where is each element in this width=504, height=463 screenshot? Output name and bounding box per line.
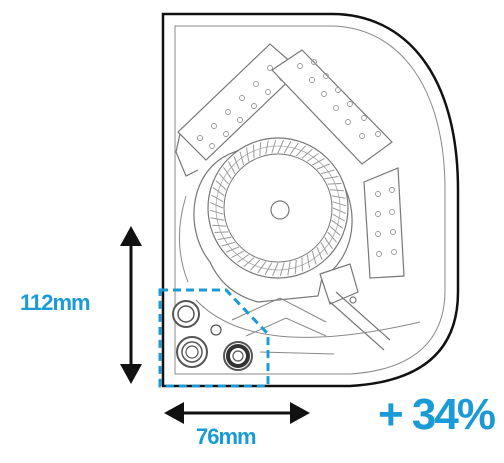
housing-inner-contour — [174, 25, 446, 375]
drain-fitting — [319, 263, 391, 351]
blower-fan-wheel — [207, 137, 349, 279]
height-dimension-arrow — [120, 226, 142, 384]
height-dimension-label: 112mm — [20, 290, 91, 315]
right-coil-panel — [271, 49, 393, 165]
base-curve — [179, 195, 421, 338]
coil-bracket — [175, 133, 199, 177]
width-dimension-arrow — [164, 402, 310, 424]
connection-zone-highlight — [158, 288, 270, 388]
side-coil-panel — [363, 167, 405, 279]
width-dimension-label: 76mm — [196, 424, 257, 449]
percentage-gain-label: + 34% — [378, 390, 496, 439]
fan-hub — [270, 200, 290, 220]
pipe-fittings — [172, 300, 253, 371]
